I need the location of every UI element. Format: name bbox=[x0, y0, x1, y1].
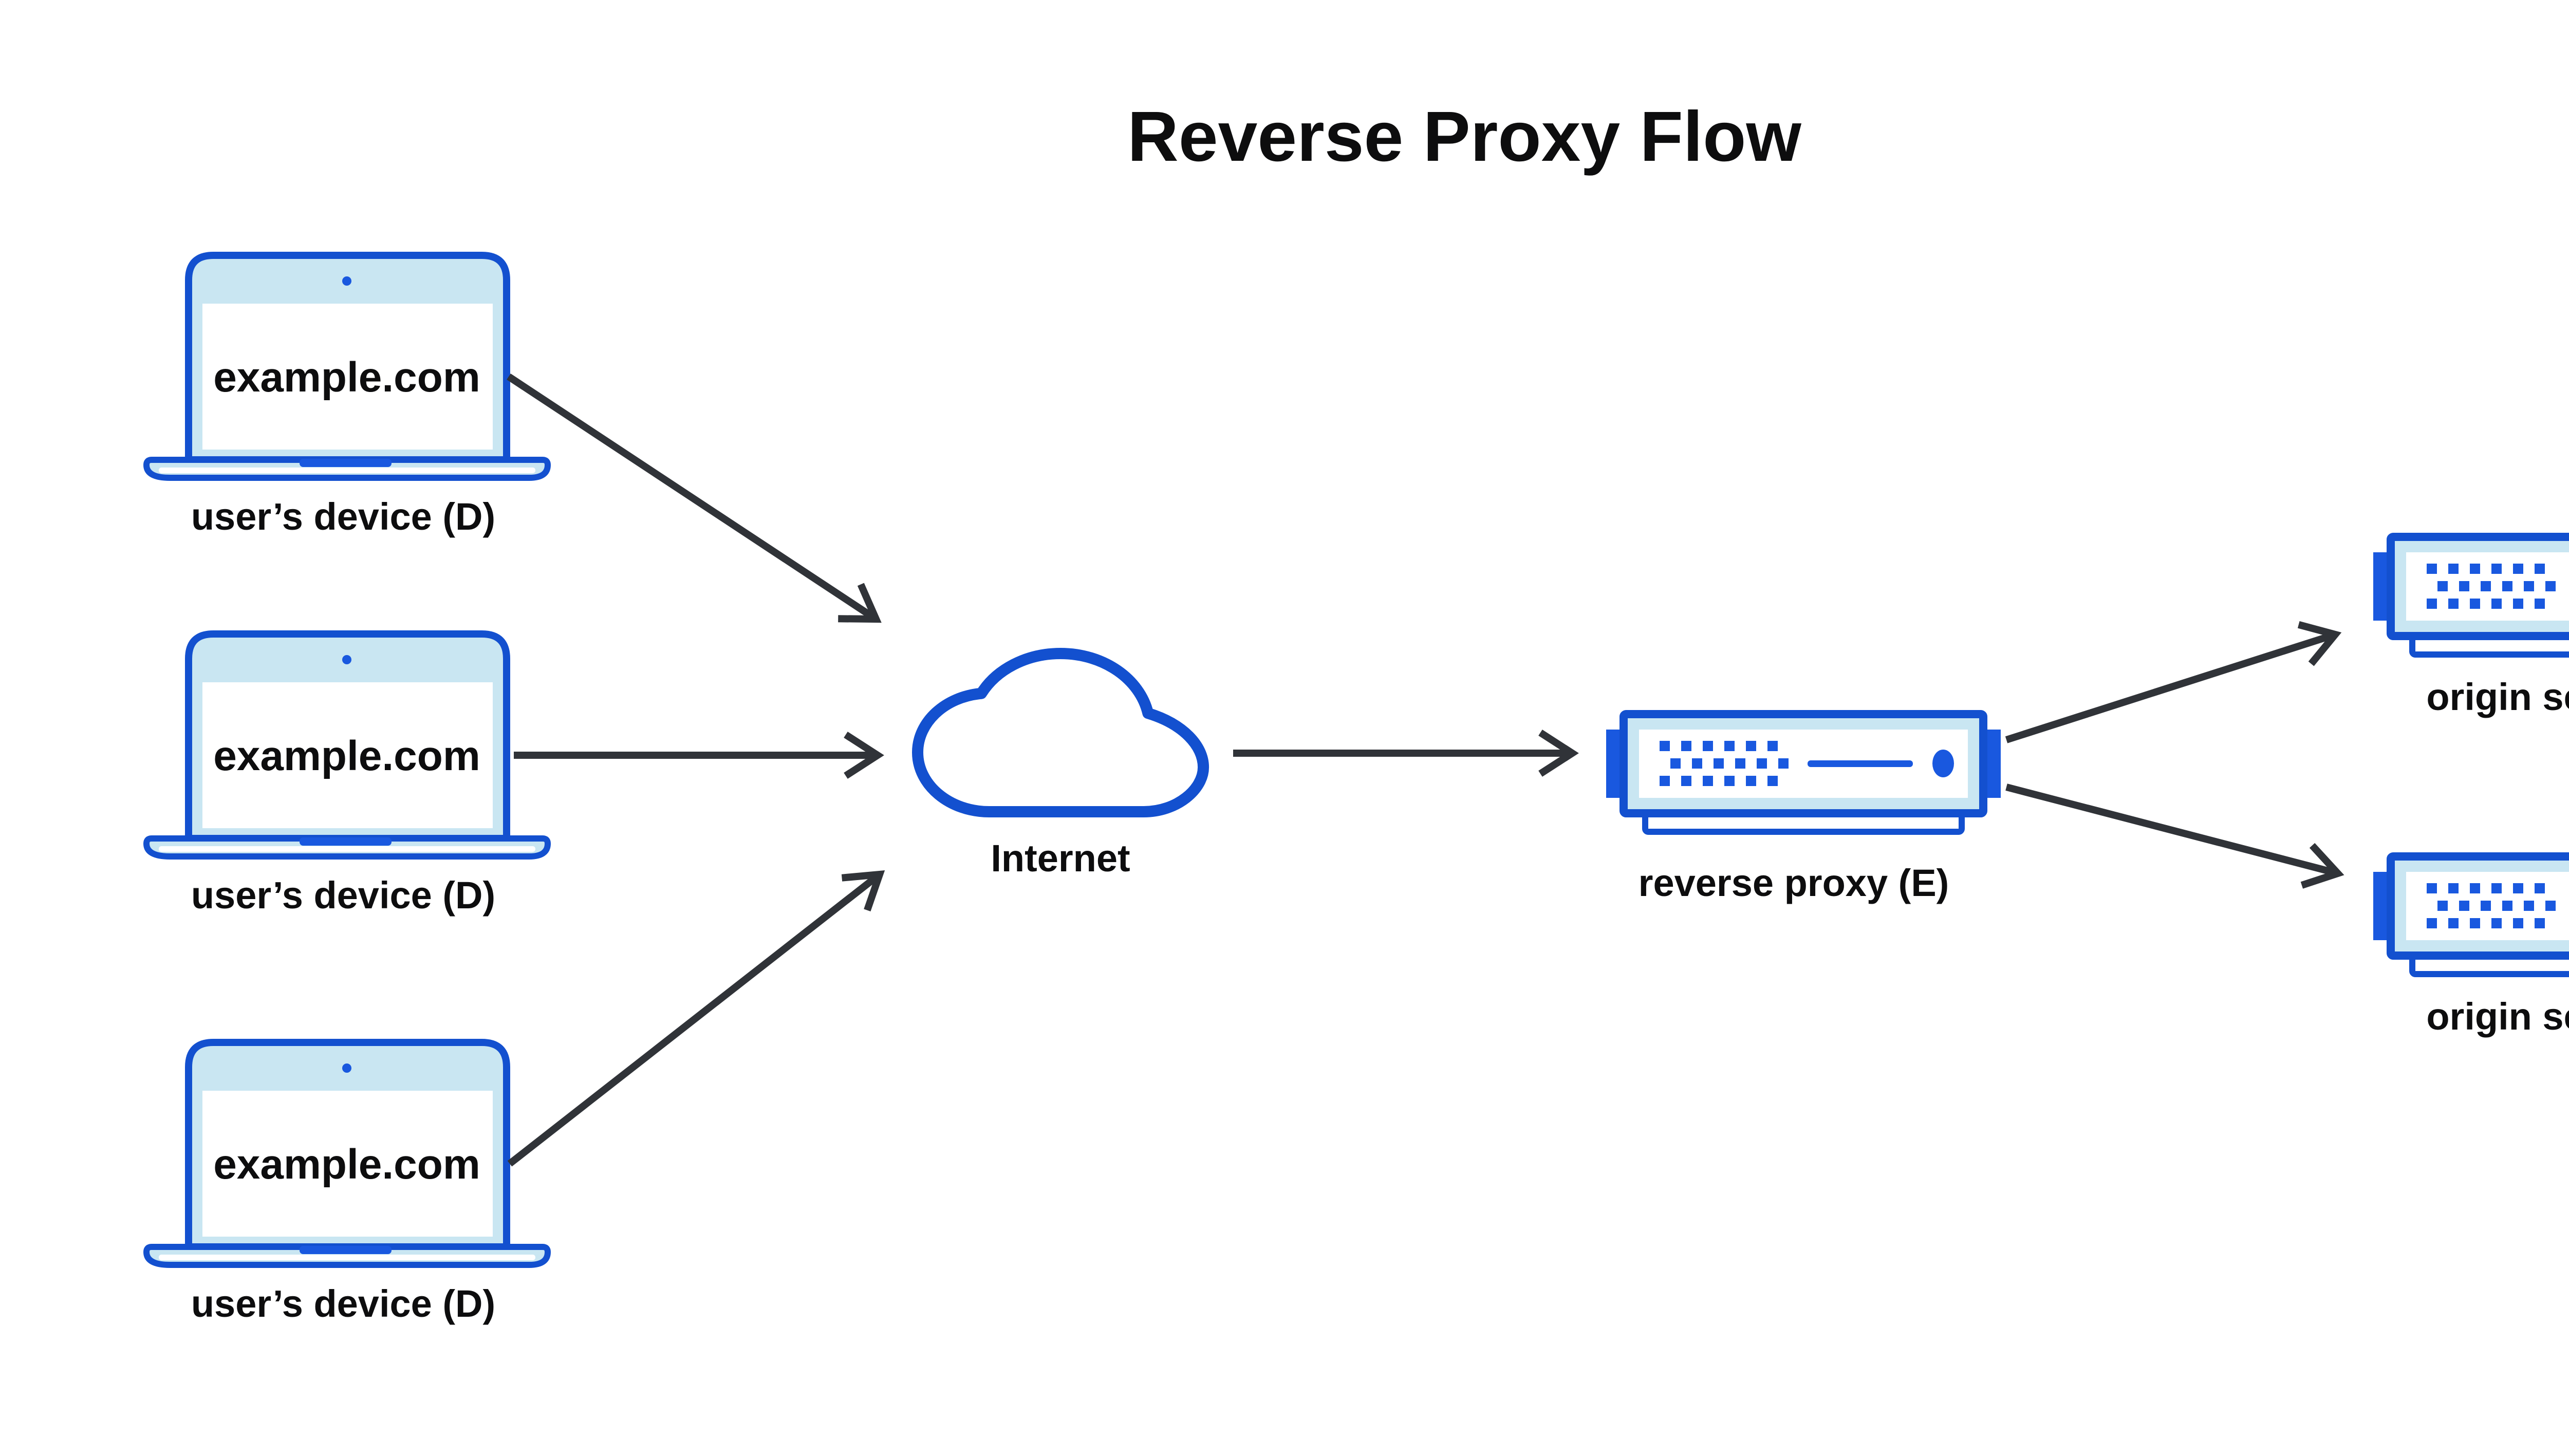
arrow-proxy-to-origin2 bbox=[2005, 783, 2344, 889]
origin-server-label: origin server (F) bbox=[2426, 676, 2569, 718]
arrows bbox=[507, 374, 2344, 1167]
server-icon bbox=[2373, 537, 2569, 655]
arrow-device1-to-internet bbox=[507, 374, 882, 623]
device-screen-text: example.com bbox=[213, 1141, 480, 1188]
proxy-label: reverse proxy (E) bbox=[1639, 862, 1949, 904]
origin-server-label: origin server (F) bbox=[2426, 995, 2569, 1038]
device-label: user’s device (D) bbox=[191, 874, 495, 917]
server-icon bbox=[1606, 714, 2001, 832]
device-label: user’s device (D) bbox=[191, 495, 495, 538]
device-label: user’s device (D) bbox=[191, 1282, 495, 1325]
arrow-proxy-to-origin1 bbox=[2005, 621, 2342, 743]
arrow-device3-to-internet bbox=[507, 870, 885, 1167]
diagram-title: Reverse Proxy Flow bbox=[1127, 97, 1801, 176]
device-screen-text: example.com bbox=[213, 733, 480, 779]
internet-label: Internet bbox=[991, 837, 1130, 880]
device-screen-text: example.com bbox=[213, 354, 480, 401]
server-icon bbox=[2373, 856, 2569, 974]
cloud-icon bbox=[918, 654, 1203, 812]
